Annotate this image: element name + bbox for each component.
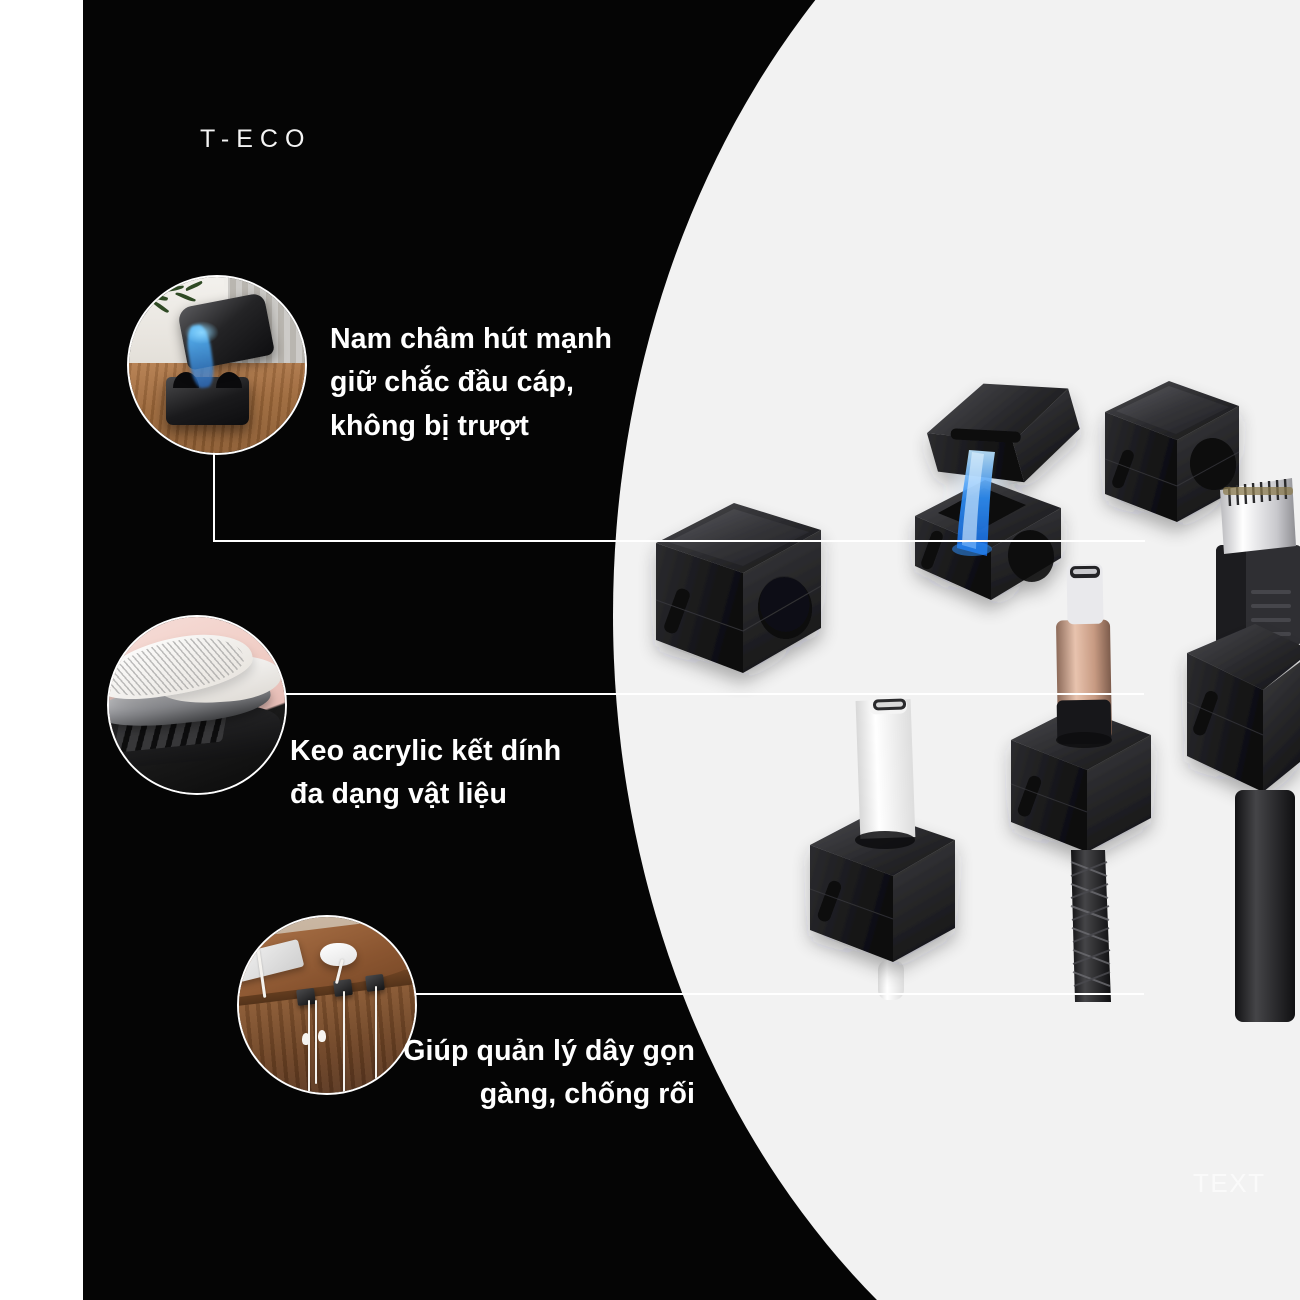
feature-thumbnail-adhesive	[107, 615, 287, 795]
leader-line-1-horizontal	[213, 540, 1145, 542]
clip-with-usbc-braided-cable	[1010, 563, 1151, 1002]
feature-thumbnail-magnet	[127, 275, 307, 455]
feature-text-adhesive: Keo acrylic kết dính đa dạng vật liệu	[290, 735, 562, 811]
leader-line-2-horizontal	[261, 693, 1144, 695]
leader-line-3-horizontal	[401, 993, 1144, 995]
product-scene	[655, 381, 1300, 1022]
feature-text-magnet: Nam châm hút mạnh giữ chắc đầu cáp, khôn…	[330, 323, 612, 442]
clip-closed-top-right	[1104, 381, 1240, 522]
brand-logo: T-ECO	[200, 125, 312, 153]
clip-closed-left	[655, 503, 822, 673]
text-watermark: TEXT	[1193, 1168, 1266, 1198]
leader-line-1-vertical	[213, 440, 215, 541]
feature-text-organize: Giúp quản lý dây gọn gàng, chống rối	[403, 1035, 695, 1111]
dark-background-panel: T-ECO	[83, 0, 1300, 1300]
magnet-glow-beam	[952, 450, 995, 556]
feature-thumbnail-organize	[237, 915, 417, 1095]
clip-with-usbc-white-cable	[809, 697, 955, 1000]
clip-open-magnet	[915, 383, 1080, 600]
clip-with-hdmi-cable	[1186, 478, 1300, 1022]
